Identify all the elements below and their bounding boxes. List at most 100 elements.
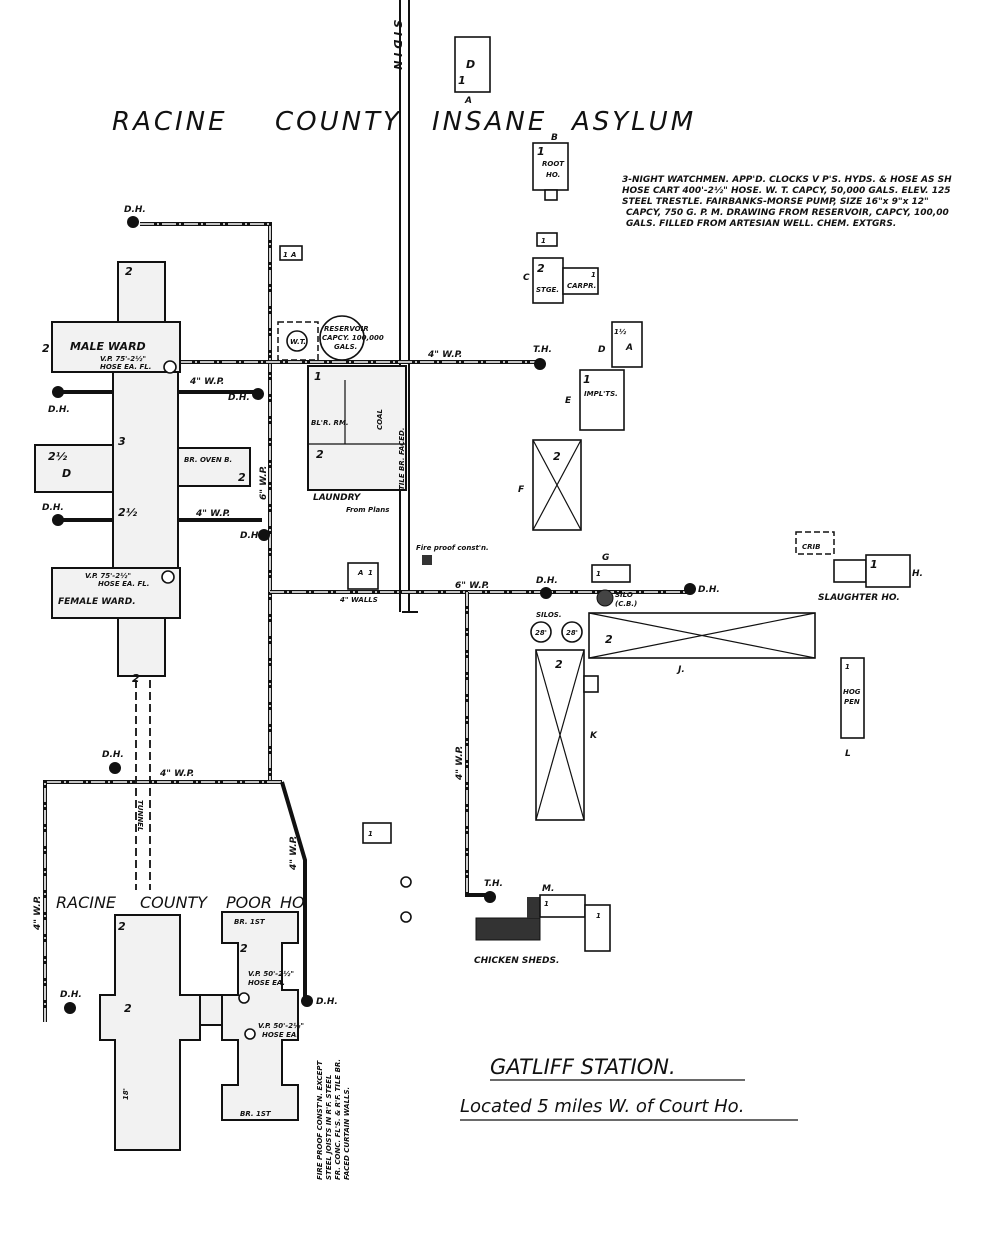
floor-count: 1 bbox=[583, 373, 591, 386]
poor-house-title: COUNTY bbox=[140, 893, 208, 912]
silo-size: 28' bbox=[566, 629, 578, 637]
building-letter: A bbox=[464, 96, 472, 106]
title-word: RACINE bbox=[112, 107, 228, 137]
hydrant-label: T.H. bbox=[484, 879, 503, 889]
title-word: COUNTY bbox=[275, 107, 402, 137]
water-tower-label: W.T. bbox=[290, 338, 306, 346]
building-m-chicken-sheds: 1 1 M. CHICKEN SHEDS. bbox=[474, 884, 611, 966]
building-e: 1 IMPL'TS. E bbox=[565, 369, 625, 431]
building-use: IMPL'TS. bbox=[584, 390, 618, 398]
title-word: INSANE bbox=[432, 107, 547, 137]
standpipe-note: V.P. 50'-2½" bbox=[248, 970, 294, 978]
standpipe-note: V.P. 75'-2½" bbox=[100, 355, 146, 363]
hydrant bbox=[52, 514, 64, 526]
building-l-hog-pen: 1 HOG PEN L bbox=[840, 657, 865, 759]
hydrants: D.H. D.H. D.H. D.H. D.H. T.H. D.H. D.H. … bbox=[42, 205, 720, 1014]
building-outline bbox=[544, 189, 558, 201]
male-ward bbox=[51, 321, 181, 373]
hydrant-label: D.H. bbox=[102, 750, 124, 760]
building-outline bbox=[532, 142, 569, 191]
fireproof-structure bbox=[422, 555, 432, 565]
fire-proof-note: FIRE PROOF CONST'N. EXCEPT STEEL JOISTS … bbox=[316, 1059, 351, 1180]
pipe-label: 4" W.P. bbox=[455, 746, 465, 781]
building-f: 2 F bbox=[518, 439, 582, 531]
floor-count: 2 bbox=[605, 633, 613, 646]
building-letter: H. bbox=[912, 569, 923, 579]
floor-count: 1 bbox=[458, 74, 466, 87]
floor-count: 1 bbox=[596, 570, 601, 578]
silo-icon bbox=[561, 621, 583, 643]
building-use: STGE. bbox=[536, 286, 559, 294]
tunnel bbox=[135, 680, 151, 890]
oven-wing bbox=[177, 447, 251, 487]
building-letter: D bbox=[598, 345, 606, 355]
pipe-label: 4" W.P. bbox=[33, 896, 43, 931]
building-letter: K bbox=[590, 731, 598, 741]
pipe-label: 4" W.P. bbox=[195, 509, 230, 519]
floor-count: 1 bbox=[870, 558, 878, 571]
station-location: Located 5 miles W. of Court Ho. bbox=[460, 1096, 744, 1117]
building-use: A bbox=[290, 251, 296, 259]
reservoir-label: RESERVOIR bbox=[324, 325, 369, 333]
floor-count: 1 bbox=[368, 569, 373, 577]
building-use: PEN bbox=[844, 698, 860, 706]
pipe-inner bbox=[44, 781, 282, 1022]
female-ward-label: FEMALE WARD. bbox=[58, 597, 136, 607]
hydrant bbox=[252, 388, 264, 400]
building-use: BL'R. RM. bbox=[311, 419, 349, 427]
pipe-label: 6" W.P. bbox=[259, 466, 269, 500]
outbuilding bbox=[347, 562, 379, 590]
pipe-4in-poor-east bbox=[280, 781, 312, 1002]
water-pipes: TUNNEL 4" W.P. 4" W.P. 4" W.P. 6" W.P. 6… bbox=[33, 222, 690, 1022]
floor-count: 2 bbox=[537, 262, 545, 275]
floor-count: 1 bbox=[544, 900, 549, 908]
water-tower-tank bbox=[286, 330, 308, 352]
standpipe-note: HOSE EA. FL. bbox=[100, 363, 151, 371]
asylum-main-building: MALE WARD V.P. 75'-2½" HOSE EA. FL. 2 2 … bbox=[34, 261, 251, 685]
silo-icon bbox=[530, 621, 552, 643]
building-use: CRIB bbox=[802, 543, 820, 551]
floor-count: 1 bbox=[283, 251, 288, 259]
hydrant-label: D.H. bbox=[316, 997, 338, 1007]
building-use: BR. 1ST bbox=[240, 1110, 272, 1118]
floor-count: 2½ bbox=[118, 506, 138, 519]
connector bbox=[199, 994, 223, 1026]
crib-outline bbox=[795, 531, 835, 555]
note-line: HOSE CART 400'-2½" HOSE. W. T. CAPCY, 50… bbox=[622, 186, 951, 196]
cross-lines bbox=[535, 649, 585, 821]
note-line: STEEL JOISTS IN R'F. STEEL bbox=[325, 1075, 333, 1180]
floor-count: 3 bbox=[118, 435, 126, 448]
title-word: ASYLUM bbox=[570, 107, 696, 137]
chicken-shed-outline bbox=[527, 897, 540, 918]
building-letter: G bbox=[602, 553, 609, 563]
wall-note: 18' bbox=[122, 1088, 130, 1100]
note-line: FR. CONC. FL'S. & R'F. TILE BR. bbox=[334, 1059, 342, 1180]
hydrant bbox=[684, 583, 696, 595]
building-j: 2 J. bbox=[588, 612, 816, 675]
pipe-main-inner bbox=[140, 223, 271, 782]
floor-count: 2 bbox=[42, 342, 50, 355]
hydrant bbox=[127, 216, 139, 228]
pipe-4in-south bbox=[465, 592, 490, 897]
building-outline bbox=[865, 554, 911, 588]
reservoir-circle bbox=[319, 315, 365, 361]
floor-count: 1 bbox=[596, 912, 601, 920]
floor-count: 2 bbox=[240, 942, 248, 955]
building-name: CHICKEN SHEDS. bbox=[474, 956, 559, 966]
building-outline bbox=[454, 36, 491, 93]
building-use: D bbox=[466, 58, 475, 71]
building-walls: A 1 4" WALLS bbox=[340, 562, 379, 604]
silo-note: (C.B.) bbox=[615, 600, 637, 608]
floor-count: 1 bbox=[537, 145, 545, 158]
floor-count: 1 bbox=[591, 271, 596, 279]
hydrant bbox=[534, 358, 546, 370]
female-ward-south-wing bbox=[117, 617, 166, 677]
standpipe-icon bbox=[244, 1028, 256, 1040]
floor-count: 2 bbox=[118, 920, 126, 933]
building-use: A bbox=[357, 569, 363, 577]
reservoir-capacity: CAPCY. 100,000 bbox=[322, 334, 384, 342]
reservoir-unit: GALS. bbox=[334, 343, 357, 351]
building-outline bbox=[583, 675, 599, 693]
hydrant bbox=[484, 891, 496, 903]
